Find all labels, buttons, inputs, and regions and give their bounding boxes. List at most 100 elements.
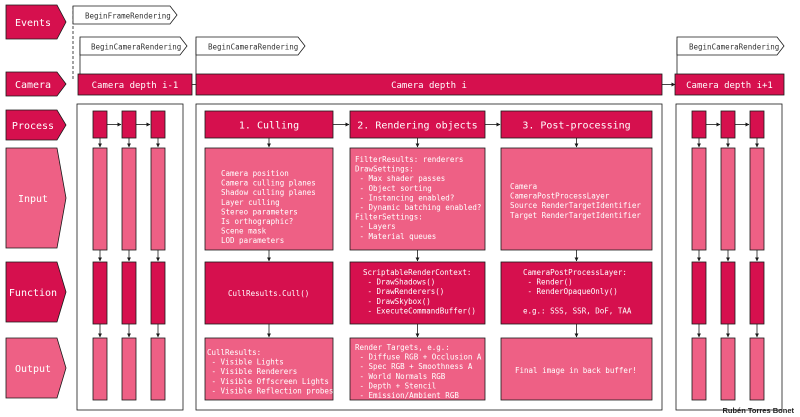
function-boxes: CullResults.Cull() ScriptableRenderConte… [204,261,653,325]
text-line: CameraPostProcessLayer [510,192,610,201]
process-step-post: 3. Post-processing [500,110,653,139]
text-line: CameraPostProcessLayer: [523,268,627,277]
text-line: Target RenderTargetIdentifier [510,211,641,220]
camera-bar-prev-label: Camera depth i-1 [92,81,179,91]
text-line: Final image in back buffer! [515,366,637,375]
output-text-post: Final image in back buffer! [515,366,637,375]
text-line: Camera [510,182,537,191]
text-line: Stereo parameters [221,207,298,216]
row-label-process: Process [5,109,67,141]
text-line: - RenderOpaqueOnly() [523,287,618,296]
process-steps: 1. Culling 2. Rendering objects 3. Post-… [204,110,653,139]
mini-input-box [92,147,108,251]
mini-function-box [691,261,707,325]
text-line: - World Normals RGB [355,372,446,381]
mini-input-box [121,147,137,251]
text-line: - DrawSkybox() [363,297,431,306]
camera-bar-next: Camera depth i+1 [674,73,785,96]
begin-frame-rendering-flag: BeginFrameRendering [72,5,178,25]
process-step-rendering-label: 2. Rendering objects [357,121,477,132]
text-line: - Diffuse RGB + Occlusion A [355,353,482,362]
process-step-culling-label: 1. Culling [239,121,299,132]
mini-function-box [720,261,736,325]
begin-camera-rendering-flag-prev: BeginCameraRendering [79,36,188,56]
text-line: - Material queues [355,232,436,241]
text-line: Camera culling planes [221,179,316,188]
mini-columns-next [691,110,765,401]
camera-bar-prev: Camera depth i-1 [77,73,193,96]
mini-process-box [720,110,736,139]
mini-function-box [92,261,108,325]
text-line: - Layers [355,222,396,231]
text-line: - Depth + Stencil [355,381,436,390]
text-line: - ExecuteCommandBuffer() [363,306,476,315]
text-line: - Spec RGB + Smoothness A [355,362,473,371]
text-line: FilterSettings: [355,213,423,222]
input-box-rendering [349,147,486,251]
mini-output-box [749,337,765,401]
text-line: Source RenderTargetIdentifier [510,201,641,210]
text-line: DrawSettings: [355,165,414,174]
text-line: Shadow culling planes [221,188,316,197]
text-line: CullResults.Cull() [228,289,309,298]
text-line: CullResults: [207,348,261,357]
mini-function-box [150,261,166,325]
camera-bars: Camera depth i-1 Camera depth i Camera d… [77,73,785,96]
text-line: FilterResults: renderers [355,155,463,164]
mini-process-box [691,110,707,139]
mini-function-box [121,261,137,325]
row-label-camera: Camera [5,71,67,97]
mini-output-box [92,337,108,401]
process-step-rendering: 2. Rendering objects [349,110,486,139]
begin-camera-rendering-label-current: BeginCameraRendering [208,43,298,52]
mini-function-box [749,261,765,325]
mini-process-box [121,110,137,139]
row-label-events: Events [5,4,67,40]
mini-input-box [720,147,736,251]
text-line: - Visible Reflection probes [207,386,333,395]
mini-input-box [691,147,707,251]
mini-output-box [121,337,137,401]
text-line: - Dynamic batching enabled? [355,203,481,212]
event-flags: BeginFrameRendering BeginCameraRendering… [72,5,785,80]
function-text-rendering: ScriptableRenderContext: - DrawShadows()… [363,268,476,315]
text-line: - Instancing enabled? [355,193,454,202]
begin-camera-rendering-flag-current: BeginCameraRendering [195,36,306,56]
text-line: - Visible Offscreen Lights [207,377,329,386]
mini-process-box [749,110,765,139]
begin-camera-rendering-flag-next: BeginCameraRendering [676,36,785,56]
row-label-process-text: Process [12,121,54,132]
text-line: - Visible Lights [207,358,284,367]
output-text-culling: CullResults: - Visible Lights - Visible … [207,348,333,395]
begin-camera-rendering-label-next: BeginCameraRendering [689,43,779,52]
begin-camera-rendering-label-prev: BeginCameraRendering [91,43,181,52]
begin-frame-rendering-label: BeginFrameRendering [85,12,171,21]
row-label-output-text: Output [15,364,51,375]
mini-input-box [150,147,166,251]
mini-process-box [92,110,108,139]
output-boxes: CullResults: - Visible Lights - Visible … [204,337,653,401]
process-step-post-label: 3. Post-processing [522,121,630,132]
output-box-culling [204,337,334,401]
text-line: e.g.: SSS, SSR, DoF, TAA [523,306,632,315]
text-line: - Render() [523,278,573,287]
output-text-rendering: Render Targets, e.g.: - Diffuse RGB + Oc… [355,343,482,400]
text-line: - Object sorting [355,184,432,193]
text-line: LOD parameters [221,236,284,245]
process-step-culling: 1. Culling [204,110,334,139]
text-line: - Visible Renderers [207,367,297,376]
row-label-events-text: Events [15,18,51,29]
input-box-post [500,147,653,251]
function-box-rendering [349,261,486,325]
output-box-rendering [349,337,486,401]
text-line: - Max shader passes [355,174,445,183]
mini-output-box [720,337,736,401]
author-credit: Rubén Torres Bonet [722,406,794,415]
column-arrows [267,138,579,338]
input-box-culling [204,147,334,251]
text-line: ScriptableRenderContext: [363,268,471,277]
text-line: - Emission/Ambient RGB [355,391,459,400]
text-line: Render Targets, e.g.: [355,343,450,352]
